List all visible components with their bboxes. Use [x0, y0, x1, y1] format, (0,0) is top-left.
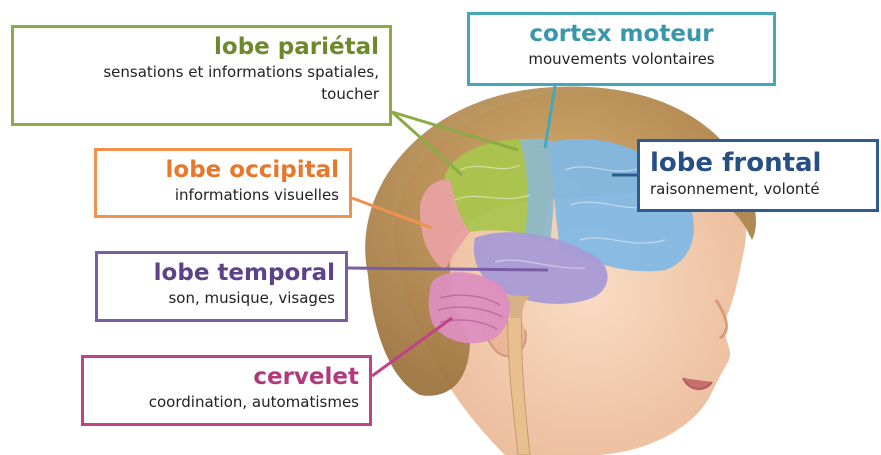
cerebellum-label-box: cervelet coordination, automatismes [81, 355, 372, 426]
cerebellum-title: cervelet [94, 364, 359, 391]
temporal-lobe-description: son, musique, visages [108, 287, 335, 309]
motor-cortex-label-box: cortex moteur mouvements volontaires [467, 12, 776, 86]
parietal-lobe-description-line-2: toucher [24, 83, 379, 105]
cerebellum-description: coordination, automatismes [94, 391, 359, 413]
parietal-lobe-label-box: lobe pariétal sensations et informations… [11, 25, 392, 126]
occipital-lobe-description: informations visuelles [107, 184, 339, 206]
parietal-lobe-description-line-1: sensations et informations spatiales, [24, 61, 379, 83]
temporal-leader-line [348, 268, 548, 270]
motor-cortex-title: cortex moteur [480, 21, 763, 48]
motor-cortex-description: mouvements volontaires [480, 48, 763, 70]
parietal-lobe-title: lobe pariétal [24, 34, 379, 61]
temporal-lobe-title: lobe temporal [108, 260, 335, 287]
occipital-lobe-title: lobe occipital [107, 157, 339, 184]
occipital-lobe-label-box: lobe occipital informations visuelles [94, 148, 352, 218]
frontal-lobe-description: raisonnement, volonté [650, 178, 866, 200]
frontal-lobe-title: lobe frontal [650, 148, 866, 178]
temporal-lobe-label-box: lobe temporal son, musique, visages [95, 251, 348, 322]
frontal-lobe-label-box: lobe frontal raisonnement, volonté [637, 139, 879, 212]
